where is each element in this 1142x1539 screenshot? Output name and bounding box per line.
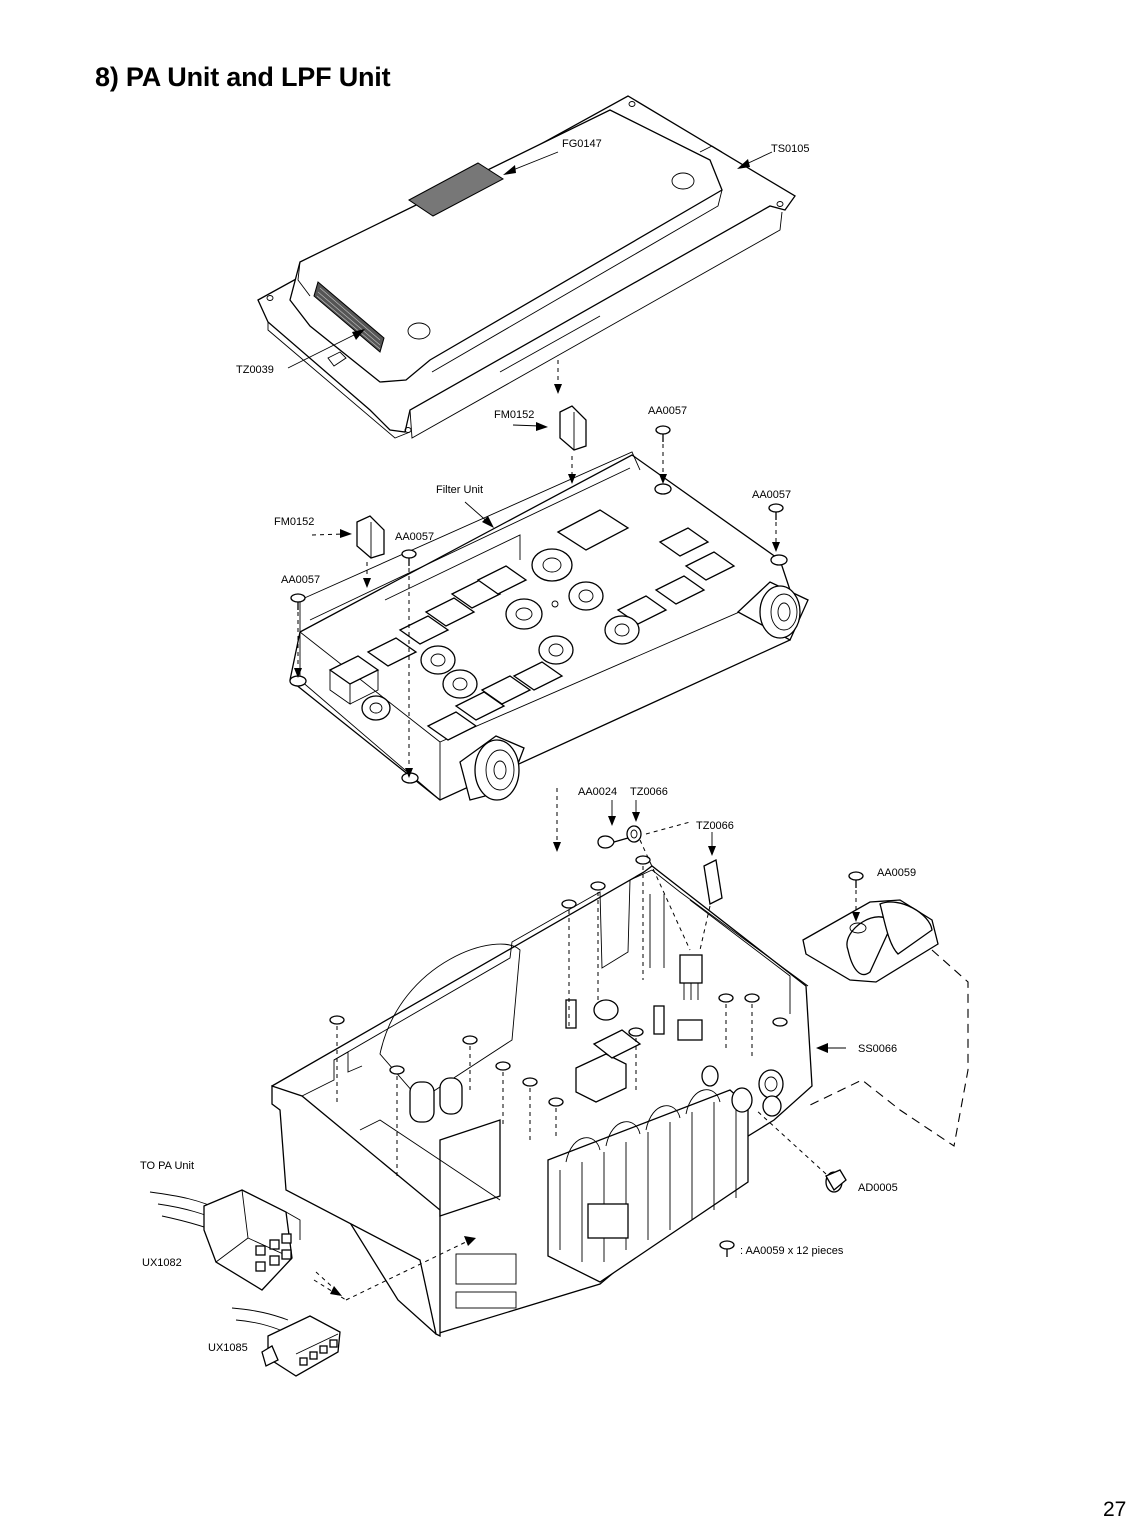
- label-aa0024: AA0024: [578, 786, 617, 798]
- label-aa0057-right: AA0057: [752, 489, 791, 501]
- label-aa0057-left: AA0057: [281, 574, 320, 586]
- pad-tz0066: [703, 859, 723, 905]
- label-fg0147: FG0147: [562, 138, 602, 150]
- label-tz0066-a: TZ0066: [630, 786, 668, 798]
- bracket-ss0066: [802, 899, 939, 983]
- page-title: 8) PA Unit and LPF Unit: [95, 62, 391, 92]
- screw-aa0057-left: [290, 593, 306, 610]
- label-ux1085: UX1085: [208, 1342, 248, 1354]
- label-fm0152-top: FM0152: [494, 409, 534, 421]
- label-aa0057-top: AA0057: [648, 405, 687, 417]
- ss0066-leaders: [807, 890, 969, 1147]
- legend-screw-icon: [719, 1240, 735, 1257]
- label-to-pa-unit: TO PA Unit: [140, 1160, 194, 1172]
- foam-fm0152-top: [559, 405, 587, 451]
- connector-leaders: [313, 1236, 476, 1301]
- connector-ux1082: [149, 1189, 301, 1291]
- screw-aa0059: [848, 871, 864, 888]
- label-aa0059: AA0059: [877, 867, 916, 879]
- page-number: 27: [1103, 1498, 1127, 1521]
- aa0024-leaders: [608, 800, 716, 951]
- label-ux1082: UX1082: [142, 1257, 182, 1269]
- filter-unit-leaders: [294, 422, 780, 852]
- label-fm0152-left: FM0152: [274, 516, 314, 528]
- screw-aa0057-right: [768, 503, 784, 520]
- foam-fm0152-left: [356, 515, 385, 559]
- screw-aa0024: [597, 835, 629, 849]
- label-ad0005: AD0005: [858, 1182, 898, 1194]
- label-ts0105: TS0105: [771, 143, 810, 155]
- washer-tz0066: [626, 825, 642, 843]
- screw-ad0005: [755, 1109, 847, 1193]
- label-tz0039: TZ0039: [236, 364, 274, 376]
- filter-unit-lpf: [289, 451, 809, 801]
- screw-aa0057-top: [655, 425, 671, 442]
- legend-text: : AA0059 x 12 pieces: [740, 1245, 844, 1257]
- chassis-screws: [329, 855, 788, 1180]
- top-cover-leaders: [287, 151, 773, 394]
- label-tz0066-b: TZ0066: [696, 820, 734, 832]
- screw-aa0057-mid: [401, 549, 417, 566]
- top-cover-ts0105: [257, 95, 796, 439]
- label-filter-unit: Filter Unit: [436, 484, 483, 496]
- pa-unit-chassis: [271, 865, 813, 1338]
- label-ss0066: SS0066: [858, 1043, 897, 1055]
- connector-ux1085: [231, 1307, 341, 1377]
- label-aa0057-mid: AA0057: [395, 531, 434, 543]
